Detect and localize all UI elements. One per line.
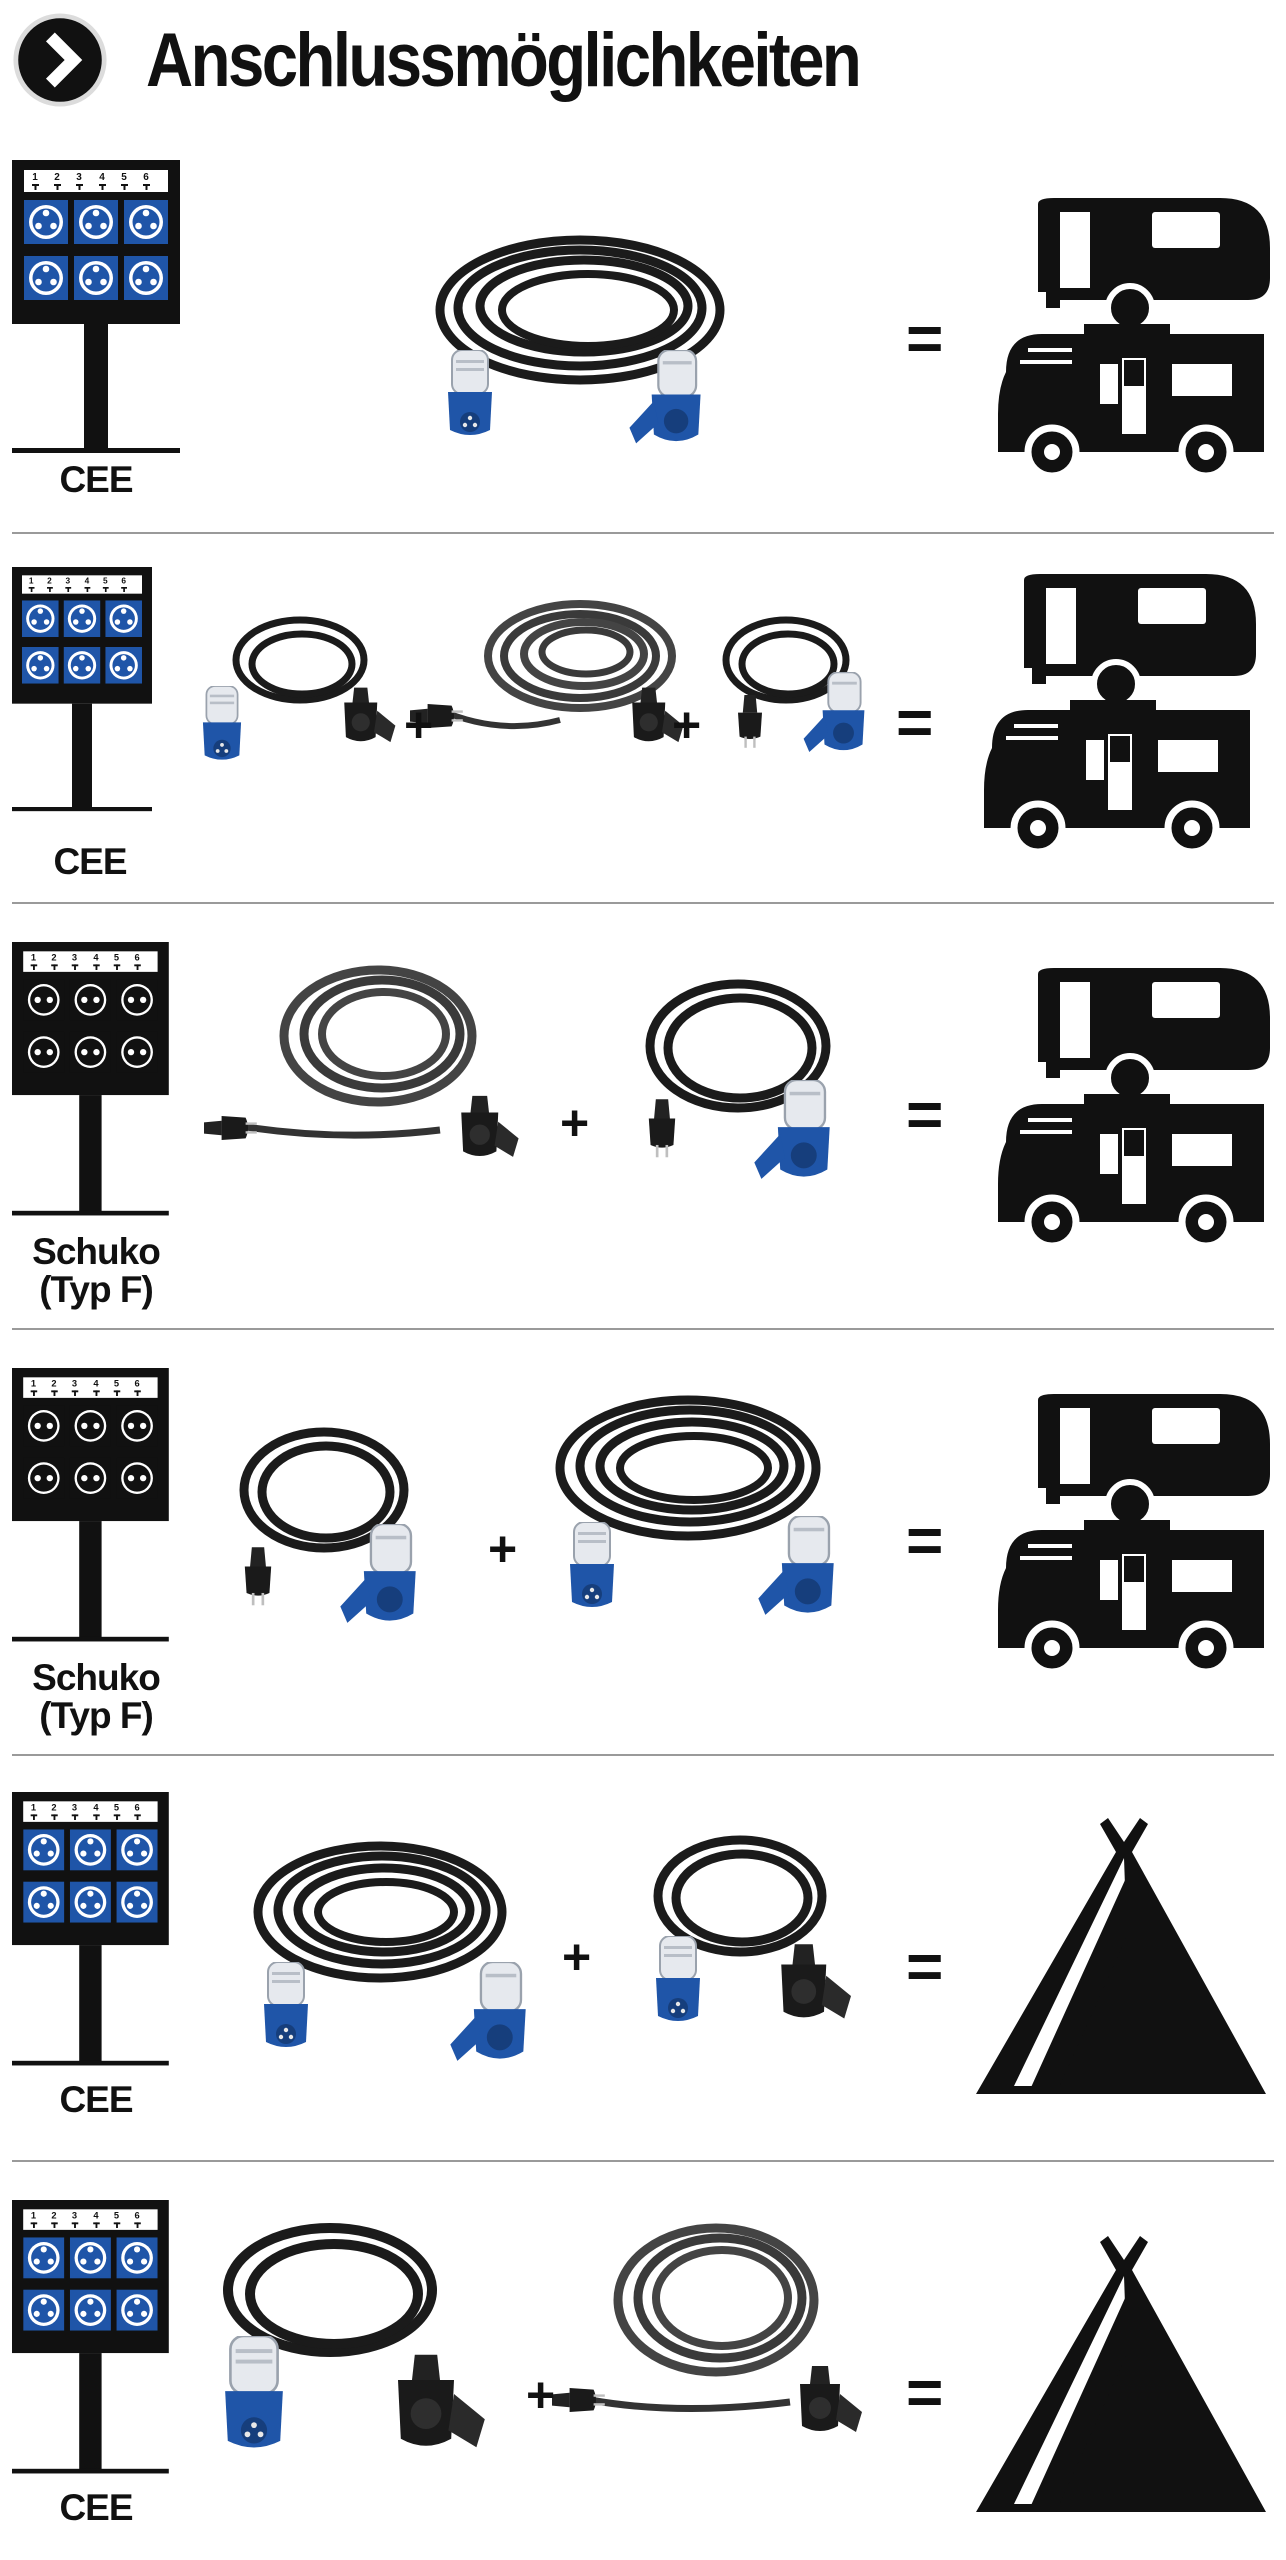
cee-extension-cable	[555, 1395, 835, 1617]
caravan-and-motorhome-icon	[984, 574, 1256, 852]
caravan-and-motorhome-icon	[998, 968, 1270, 1246]
cee-power-post	[12, 2200, 169, 2473]
equals-sign: =	[906, 1930, 944, 2002]
post-label-line-2: (Typ F)	[39, 1269, 154, 1310]
cee-extension-cable	[253, 1841, 527, 2063]
chevron-right-circle-icon	[13, 13, 107, 107]
schuko-extension-cable	[410, 600, 684, 743]
cee-to-schuko-adapter	[223, 2223, 485, 2449]
schuko-power-post	[12, 942, 169, 1215]
schuko-to-cee-adapter	[239, 1427, 417, 1625]
connection-row-6: CEE + =	[0, 2190, 1286, 2560]
equals-sign: =	[906, 1504, 944, 1576]
post-label: CEE	[59, 2487, 133, 2528]
page-title: Anschlussmöglichkeiten	[146, 17, 862, 103]
schuko-to-cee-adapter	[722, 616, 866, 754]
caravan-and-motorhome-icon	[998, 1394, 1270, 1672]
connection-row-3: Schuko (Typ F) + =	[0, 930, 1286, 1320]
schuko-to-cee-adapter	[645, 979, 831, 1181]
schuko-extension-cable	[204, 965, 519, 1157]
post-label-line-2: (Typ F)	[39, 1695, 154, 1736]
plus-sign: +	[404, 697, 434, 753]
row-divider	[12, 1754, 1274, 1756]
equals-sign: =	[896, 686, 934, 758]
tent-icon	[976, 1818, 1266, 2094]
plus-sign: +	[488, 1521, 518, 1577]
plus-sign: +	[560, 1095, 590, 1151]
cee-power-post	[12, 1792, 169, 2065]
cee-to-schuko-adapter	[653, 1835, 851, 2022]
connection-row-2: CEE + + =	[0, 560, 1286, 900]
equals-sign: =	[906, 302, 944, 374]
post-label-line-1: Schuko	[32, 1657, 161, 1698]
cee-to-schuko-adapter	[202, 616, 396, 761]
cee-power-post	[12, 567, 152, 811]
post-label: CEE	[53, 841, 127, 882]
row-divider	[12, 1328, 1274, 1330]
cee-power-post	[12, 160, 180, 453]
connection-row-5: CEE + =	[0, 1782, 1286, 2162]
plus-sign: +	[672, 697, 702, 753]
schuko-power-post	[12, 1368, 169, 1641]
row-divider	[12, 2160, 1274, 2162]
row-divider	[12, 532, 1274, 534]
page-header: Anschlussmöglichkeiten	[12, 10, 975, 110]
connection-row-4: Schuko (Typ F) + =	[0, 1356, 1286, 1746]
cee-extension-cable	[435, 235, 725, 445]
tent-icon	[976, 2236, 1266, 2512]
post-label: CEE	[59, 2079, 133, 2120]
caravan-and-motorhome-icon	[998, 198, 1270, 476]
post-label: CEE	[59, 459, 133, 500]
equals-sign: =	[906, 2356, 944, 2428]
plus-sign: +	[562, 1929, 592, 1985]
schuko-extension-cable	[552, 2223, 862, 2432]
connection-row-1: CEE =	[0, 160, 1286, 540]
post-label-line-1: Schuko	[32, 1231, 161, 1272]
plus-sign: +	[526, 2367, 556, 2423]
row-divider	[12, 902, 1274, 904]
equals-sign: =	[906, 1078, 944, 1150]
